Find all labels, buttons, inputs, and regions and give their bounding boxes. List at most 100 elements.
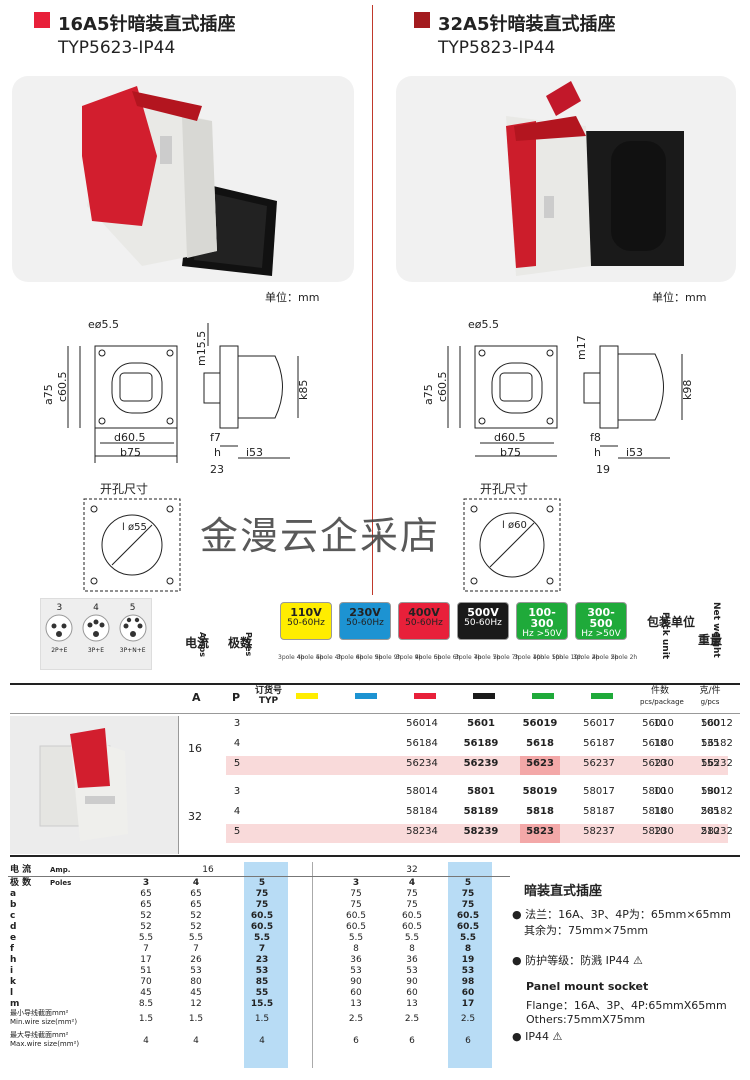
order-cell: 100 [700,718,720,729]
note-protect: ● 防护等级：防溅 IP44 ⚠ [512,954,643,967]
spec-cell: 65 [190,900,202,910]
pole-hour-label: 3pole 6h [337,654,364,661]
order-cell: 56182 [701,738,733,749]
spec-cell: 8 [464,944,472,954]
right-product-photo [396,76,736,282]
spec-cell: 75 [461,900,475,910]
order-cell: 205 [700,806,720,817]
head-current-cn: 电流 [185,636,210,650]
order-cell: 3 [233,718,241,729]
typ-color-bar [473,693,495,699]
spec-cell: 75 [255,889,269,899]
note-flange: ● 法兰：16A、3P、4P为：65mm×65mm [512,908,731,921]
spec-cell: 65 [190,889,202,899]
cell-highlight [520,824,560,843]
spec-cell: 75 [406,889,418,899]
spec-cell: 5.5 [138,933,154,943]
pole-hour-label: 3pole 9h [396,654,423,661]
order-cell: 56230 [642,758,674,769]
spec-cell: 60.5 [401,922,423,932]
spec-cell: 7 [143,944,149,954]
right-cutout-label: 开孔尺寸 [480,482,529,496]
plug-config-3: 3 2P+E [44,603,74,654]
pole-hour-label: 4pole 7h [474,654,501,661]
order-cell: 5 [233,826,241,837]
right-model: TYP5823-IP44 [438,38,556,58]
spec-cell: 1.5 [138,1014,154,1024]
pole-hour-label: 5pole 9h [375,654,402,661]
spec-cell: 6 [353,1036,359,1046]
order-cell: 190 [700,786,720,797]
warning-icon: ⚠ [632,954,643,967]
spec-cell: 13 [406,999,418,1009]
note-en-flange: Flange：16A、3P、4P:65mmX65mm [526,999,727,1012]
notes-title: 暗装直式插座 [524,884,603,899]
spec-cell: Poles [50,879,72,887]
order-cell: 10 [653,806,667,817]
right-dim-d: d60.5 [494,431,526,444]
spec-cell: 4 [143,1036,149,1046]
spec-cell: 4 [259,1036,265,1046]
socket-thumb-image [39,728,128,841]
left-product-photo [12,76,354,282]
spec-cell: 5.5 [188,933,204,943]
head-poles-en: Poles [244,632,253,657]
order-cell: 58234 [406,826,438,837]
spec-cell: 13 [350,999,362,1009]
spec-cell: 16 [202,865,214,875]
plug-5pin-icon [119,614,147,642]
pole-hour-label: 3pole 2h [573,654,600,661]
spec-cell: 4 [408,878,416,888]
spec-cell: 52 [140,922,152,932]
spec-cell: 19 [461,955,475,965]
left-dim-g: 23 [210,463,224,476]
spec-cell: 17 [140,955,152,965]
right-dimension-drawing [447,345,683,459]
right-cutout-drawing [463,498,561,592]
right-dim-h: h [594,446,601,459]
spec-cell: 65 [140,900,152,910]
spec-cell: 75 [350,889,362,899]
spec-cell: 75 [350,900,362,910]
spec-cell: 60.5 [456,922,480,932]
warning-icon: ⚠ [552,1030,563,1043]
pole-hour-label: 3pole 10h [514,654,544,661]
head-current-en: Amps [198,632,207,658]
left-unit-label: 单位：mm [265,291,320,304]
pole-hour-label: 5pole 2h [611,654,638,661]
right-dim-f: f8 [590,431,601,444]
left-dim-i: i53 [246,446,264,459]
spec-cell: 60.5 [250,911,274,921]
row-highlight [226,756,728,775]
order-cell: 56019 [522,718,558,729]
order-cell: 135 [700,738,720,749]
spec-cell: 60 [461,988,475,998]
pole-hour-label: 4pole 10h [533,654,563,661]
spec-col-hl-16 [244,862,288,1068]
right-dim-c: c60.5 [436,371,449,402]
spec-cell: 15.5 [250,999,274,1009]
spec-cell: 53 [190,966,202,976]
typ-color-bar [355,693,377,699]
spec-cell: Amp. [50,866,71,874]
right-dim-m: m17 [575,335,588,360]
order-cell: 5 [233,758,241,769]
spec-cell: d [10,922,17,932]
spec-cell: 53 [406,966,418,976]
spec-cell: 5.5 [460,933,476,943]
spec-cell: 60.5 [345,911,367,921]
plug-config-4: 4 3P+E [81,603,111,654]
